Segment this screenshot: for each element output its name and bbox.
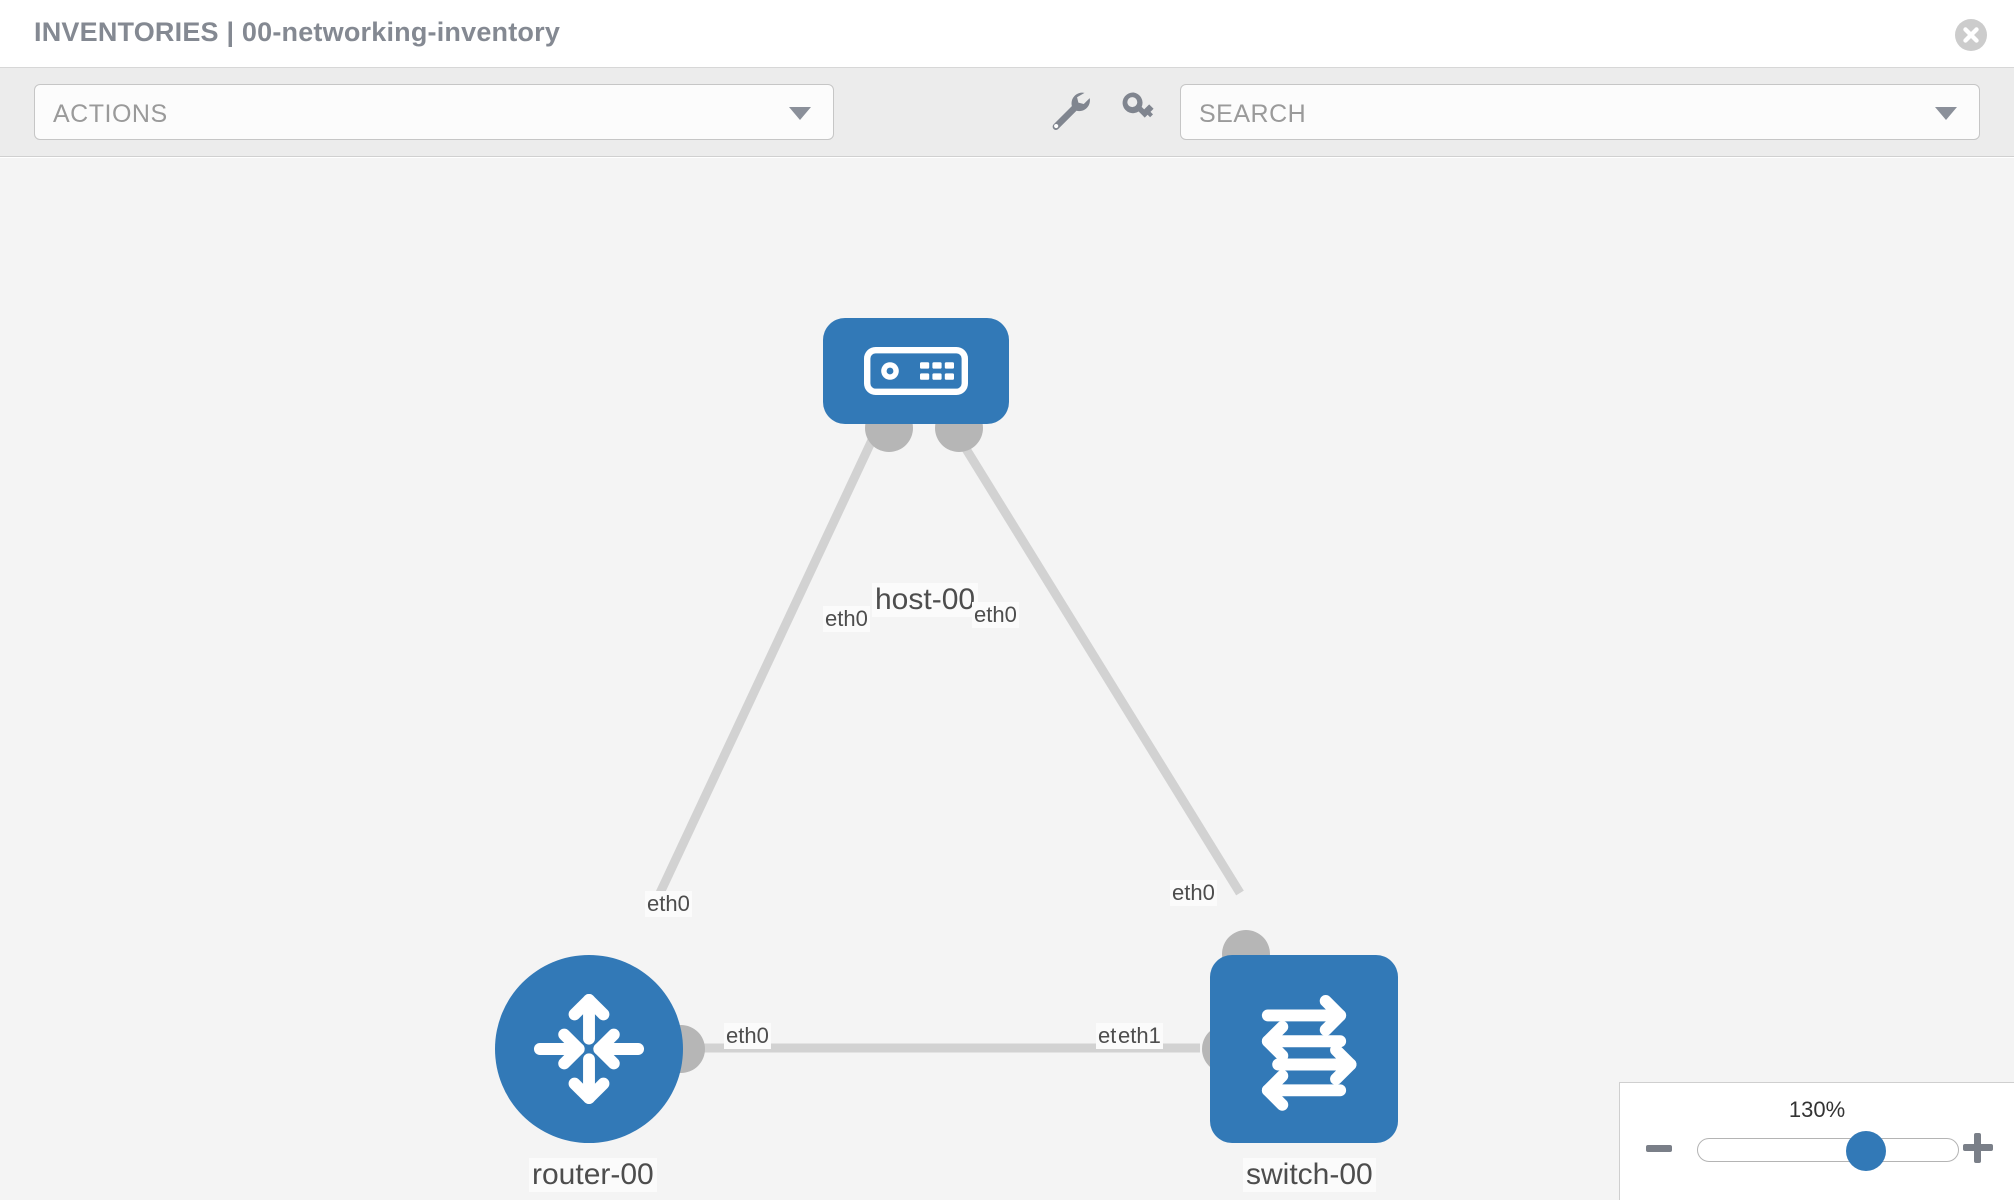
actions-dropdown[interactable]: ACTIONS [34, 84, 834, 140]
close-icon[interactable] [1954, 18, 1988, 52]
node-router-00-label: router-00 [529, 1158, 657, 1192]
link-host-switch[interactable] [946, 420, 1244, 896]
link-host-router[interactable] [655, 421, 885, 895]
chevron-down-icon[interactable] [1935, 107, 1957, 120]
node-switch-00-shape[interactable] [1210, 955, 1398, 1143]
zoom-slider-track[interactable] [1697, 1131, 1959, 1171]
topology-links [655, 420, 1244, 1053]
chevron-down-icon [789, 107, 811, 120]
key-icon[interactable] [1116, 86, 1162, 137]
link-label-router-up: eth0 [645, 891, 692, 917]
link-label-host-right: eth0 [972, 602, 1019, 628]
node-switch-00-label: switch-00 [1243, 1158, 1376, 1192]
zoom-control-panel: 130% [1619, 1082, 2014, 1200]
router-arrows-icon [533, 993, 645, 1105]
topology-canvas[interactable]: host-00 eth0 eth0 [0, 158, 2014, 1200]
page-header: INVENTORIES | 00-networking-inventory [0, 0, 2014, 68]
search-input[interactable]: SEARCH [1180, 84, 1980, 140]
link-label-switch-up: eth0 [1170, 880, 1217, 906]
zoom-out-button[interactable] [1646, 1145, 1672, 1152]
zoom-slider-row [1620, 1131, 2014, 1179]
node-host-00-label: host-00 [872, 583, 979, 617]
zoom-level-value: 130% [1788, 1097, 1846, 1122]
server-icon [864, 347, 968, 395]
link-label-host-left: eth0 [823, 606, 870, 632]
switch-arrows-icon [1261, 995, 1357, 1111]
node-router-00-shape[interactable] [495, 955, 683, 1143]
wrench-icon[interactable] [1046, 86, 1092, 137]
zoom-in-button[interactable] [1963, 1133, 1993, 1163]
link-label-router-right: eth0 [724, 1023, 771, 1049]
page-title: INVENTORIES | 00-networking-inventory [34, 17, 561, 47]
actions-dropdown-label: ACTIONS [53, 100, 168, 128]
node-host-00-shape[interactable] [823, 318, 1009, 424]
zoom-slider-thumb[interactable] [1846, 1131, 1886, 1171]
search-placeholder: SEARCH [1199, 100, 1307, 128]
link-label-switch-left-b: eth1 [1116, 1023, 1163, 1049]
